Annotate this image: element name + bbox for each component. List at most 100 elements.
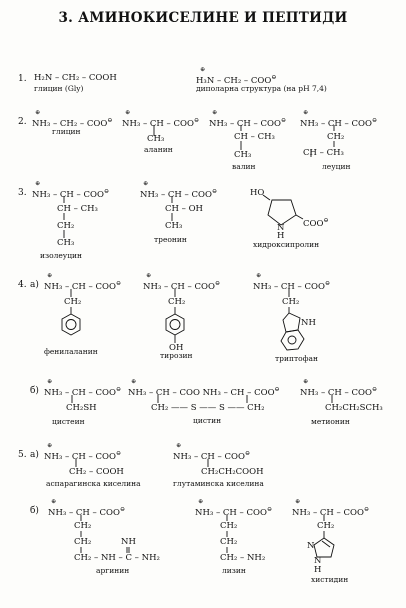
tryptophan-formula: ⊕ NH₃ – CH – COO⊖ <box>253 272 330 292</box>
formula-text: NH₃ – CH – COO <box>195 508 267 518</box>
histidine-ring-nh: N <box>314 556 322 566</box>
dipolar-name: диполарна структура (на pH 7,4) <box>196 84 327 93</box>
alanine-formula: ⊕ NH₃ – CH – COO⊖ <box>122 109 199 129</box>
plus-charge: ⊕ <box>200 66 206 73</box>
methionine-name: метионин <box>311 417 350 426</box>
glutamic-side-chain: CH₂CH₂COOH <box>201 467 264 477</box>
minus-charge: ⊖ <box>271 74 277 81</box>
tyrosine-side-chain: CH₂ <box>168 297 186 307</box>
plus-charge: ⊕ <box>212 109 218 116</box>
plus-charge: ⊕ <box>198 498 204 505</box>
glutamic-formula: ⊕ NH₃ – CH – COO⊖ <box>173 442 250 462</box>
histidine-side-chain: CH₂ <box>317 521 335 531</box>
isoleucine-side-chain-3: CH₃ <box>57 238 75 248</box>
minus-charge: ⊖ <box>323 217 329 224</box>
isoleucine-side-chain-1: CH – CH₃ <box>57 204 98 214</box>
minus-charge: ⊖ <box>107 117 113 124</box>
plus-charge: ⊕ <box>35 180 41 187</box>
formula-text: NH₃ – CH – COO <box>173 452 245 462</box>
tyrosine-formula: ⊕ NH₃ – CH – COO⊖ <box>143 272 220 292</box>
section-2-number: 2. <box>18 117 27 127</box>
valine-side-chain-1: CH – CH₃ <box>234 132 275 142</box>
minus-charge: ⊖ <box>115 386 121 393</box>
tryptophan-name: триптофан <box>275 354 318 363</box>
section-5-number: 5. <box>18 450 27 460</box>
plus-charge: ⊕ <box>303 378 309 385</box>
plus-charge: ⊕ <box>47 442 53 449</box>
phenylalanine-side-chain: CH₂ <box>64 297 82 307</box>
section-4-part-a: а) <box>30 280 39 290</box>
arginine-name: аргинин <box>96 566 130 575</box>
plus-charge: ⊕ <box>256 272 262 279</box>
formula-text: NH₃ – CH – COO <box>209 119 281 129</box>
isoleucine-formula: ⊕ NH₃ – CH – COO⊖ <box>32 180 109 200</box>
tyrosine-oh: OH <box>169 343 184 353</box>
formula-text: NH₃ – CH – COO <box>140 190 212 200</box>
formula-text: NH₃ – CH – COO <box>122 119 194 129</box>
plus-charge: ⊕ <box>176 442 182 449</box>
page-heading: 3. АМИНОКИСЕЛИНЕ И ПЕПТИДИ <box>58 10 348 26</box>
formula-text: NH₃ – CH – COO <box>44 282 116 292</box>
phenylalanine-name: фенилаланин <box>44 347 98 356</box>
valine-name: валин <box>232 162 256 171</box>
plus-charge: ⊕ <box>51 498 57 505</box>
formula-text: NH₃ – CH – COO <box>44 388 116 398</box>
formula-text: NH₃ – CH – COO <box>32 190 104 200</box>
minus-charge: ⊖ <box>115 450 121 457</box>
plus-charge: ⊕ <box>47 378 53 385</box>
plus-charge: ⊕ <box>131 378 137 385</box>
section-1-number: 1. <box>18 74 27 84</box>
arginine-guanidino: CH₂ – NH – C – NH₂ <box>74 553 160 563</box>
minus-charge: ⊖ <box>371 117 377 124</box>
lysine-name: лизин <box>222 566 246 575</box>
cystine-formula: ⊕ NH₃ – CH – COO NH₃ – CH – COO⊖ <box>128 378 280 398</box>
tryptophan-nh: NH <box>301 318 316 328</box>
arginine-side-chain-1: CH₂ <box>74 521 92 531</box>
glycine-ion-name: глицин <box>52 127 81 136</box>
methionine-side-chain: CH₂CH₂SCH₃ <box>325 403 383 413</box>
cysteine-name: цистеин <box>52 417 85 426</box>
minus-charge: ⊖ <box>119 506 125 513</box>
glycine-name: глицин (Gly) <box>34 84 84 93</box>
tyrosine-name: тирозин <box>160 351 193 360</box>
aspartic-side-chain: CH₂ – COOH <box>69 467 124 477</box>
formula-text: NH₃ – CH – COO <box>48 508 120 518</box>
formula-text: NH₃ – CH – COO <box>143 282 215 292</box>
minus-charge: ⊖ <box>103 188 109 195</box>
arginine-imine: NH <box>121 537 136 547</box>
threonine-formula: ⊕ NH₃ – CH – COO⊖ <box>140 180 217 200</box>
formula-text: COO <box>303 219 324 229</box>
arginine-side-chain-2: CH₂ <box>74 537 92 547</box>
minus-charge: ⊖ <box>193 117 199 124</box>
section-4-part-b: б) <box>30 386 39 396</box>
plus-charge: ⊕ <box>303 109 309 116</box>
valine-side-chain-2: CH₃ <box>234 150 252 160</box>
threonine-side-chain-2: CH₃ <box>165 221 183 231</box>
section-5-part-a: а) <box>30 450 39 460</box>
section-4-number: 4. <box>18 280 27 290</box>
minus-charge: ⊖ <box>214 280 220 287</box>
minus-charge: ⊖ <box>280 117 286 124</box>
cystine-name: цистин <box>193 416 222 425</box>
lysine-side-chain-1: CH₂ <box>220 521 238 531</box>
formula-text: NH₃ – CH₂ – COO <box>32 119 108 129</box>
threonine-name: треонин <box>154 235 187 244</box>
glycine-ion-formula: ⊕ NH₃ – CH₂ – COO⊖ <box>32 109 113 129</box>
section-3-number: 3. <box>18 188 27 198</box>
plus-charge: ⊕ <box>35 109 41 116</box>
cysteine-formula: ⊕ NH₃ – CH – COO⊖ <box>44 378 121 398</box>
histidine-ring-n: N <box>307 541 315 551</box>
valine-formula: ⊕ NH₃ – CH – COO⊖ <box>209 109 286 129</box>
hydroxyproline-h: H <box>277 231 285 241</box>
leucine-side-chain-2: CH – CH₃ <box>303 148 344 158</box>
dipolar-formula: ⊕ H₃N – CH₂ – COO⊖ <box>196 66 277 86</box>
cysteine-side-chain: CH₂SH <box>66 403 97 413</box>
formula-text: NH₃ – CH – COO <box>292 508 364 518</box>
section-5-part-b: б) <box>30 506 39 516</box>
phenylalanine-formula: ⊕ NH₃ – CH – COO⊖ <box>44 272 121 292</box>
formula-text: NH₃ – CH – COO NH₃ – CH – COO <box>128 388 275 398</box>
formula-text: NH₃ – CH – COO <box>253 282 325 292</box>
threonine-side-chain-1: CH – OH <box>165 204 203 214</box>
minus-charge: ⊖ <box>324 280 330 287</box>
formula-text: NH₃ – CH – COO <box>44 452 116 462</box>
